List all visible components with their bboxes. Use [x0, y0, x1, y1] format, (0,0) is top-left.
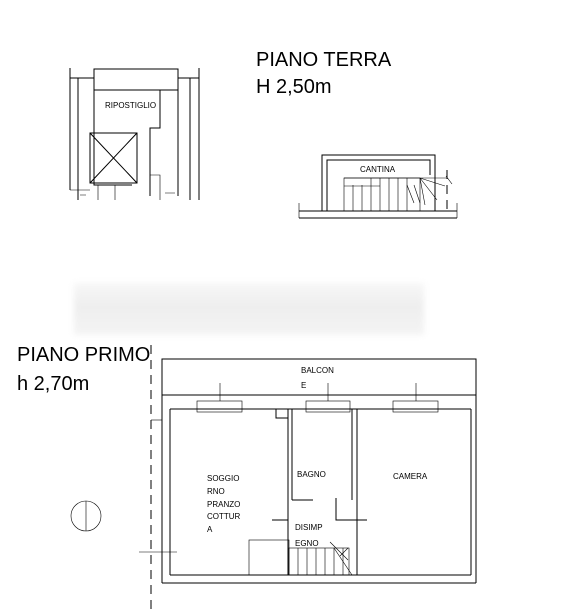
cantina-plan	[298, 154, 458, 219]
first-floor-title: PIANO PRIMO	[17, 344, 150, 366]
ripostiglio-label: RIPOSTIGLIO	[105, 101, 156, 110]
soggiorno-label-3: PRANZO	[207, 500, 240, 509]
balcone-label-2: E	[301, 381, 306, 390]
ground-floor-height: H 2,50m	[256, 76, 332, 98]
blurred-region	[74, 283, 424, 335]
first-floor-plan	[70, 345, 477, 609]
soggiorno-label-5: A	[207, 525, 213, 534]
soggiorno-label-1: SOGGIO	[207, 474, 239, 483]
disimpegno-label-1: DISIMP	[295, 523, 323, 532]
cantina-label: CANTINA	[360, 165, 396, 174]
bagno-label: BAGNO	[297, 470, 326, 479]
first-floor-height: h 2,70m	[17, 373, 89, 395]
soggiorno-label-4: COTTUR	[207, 512, 241, 521]
soggiorno-label-2: RNO	[207, 487, 225, 496]
ground-floor-title: PIANO TERRA	[256, 49, 392, 71]
disimpegno-label-2: EGNO	[295, 539, 319, 548]
camera-label: CAMERA	[393, 472, 428, 481]
balcone-label-1: BALCON	[301, 366, 334, 375]
ripostiglio-plan	[69, 68, 200, 200]
